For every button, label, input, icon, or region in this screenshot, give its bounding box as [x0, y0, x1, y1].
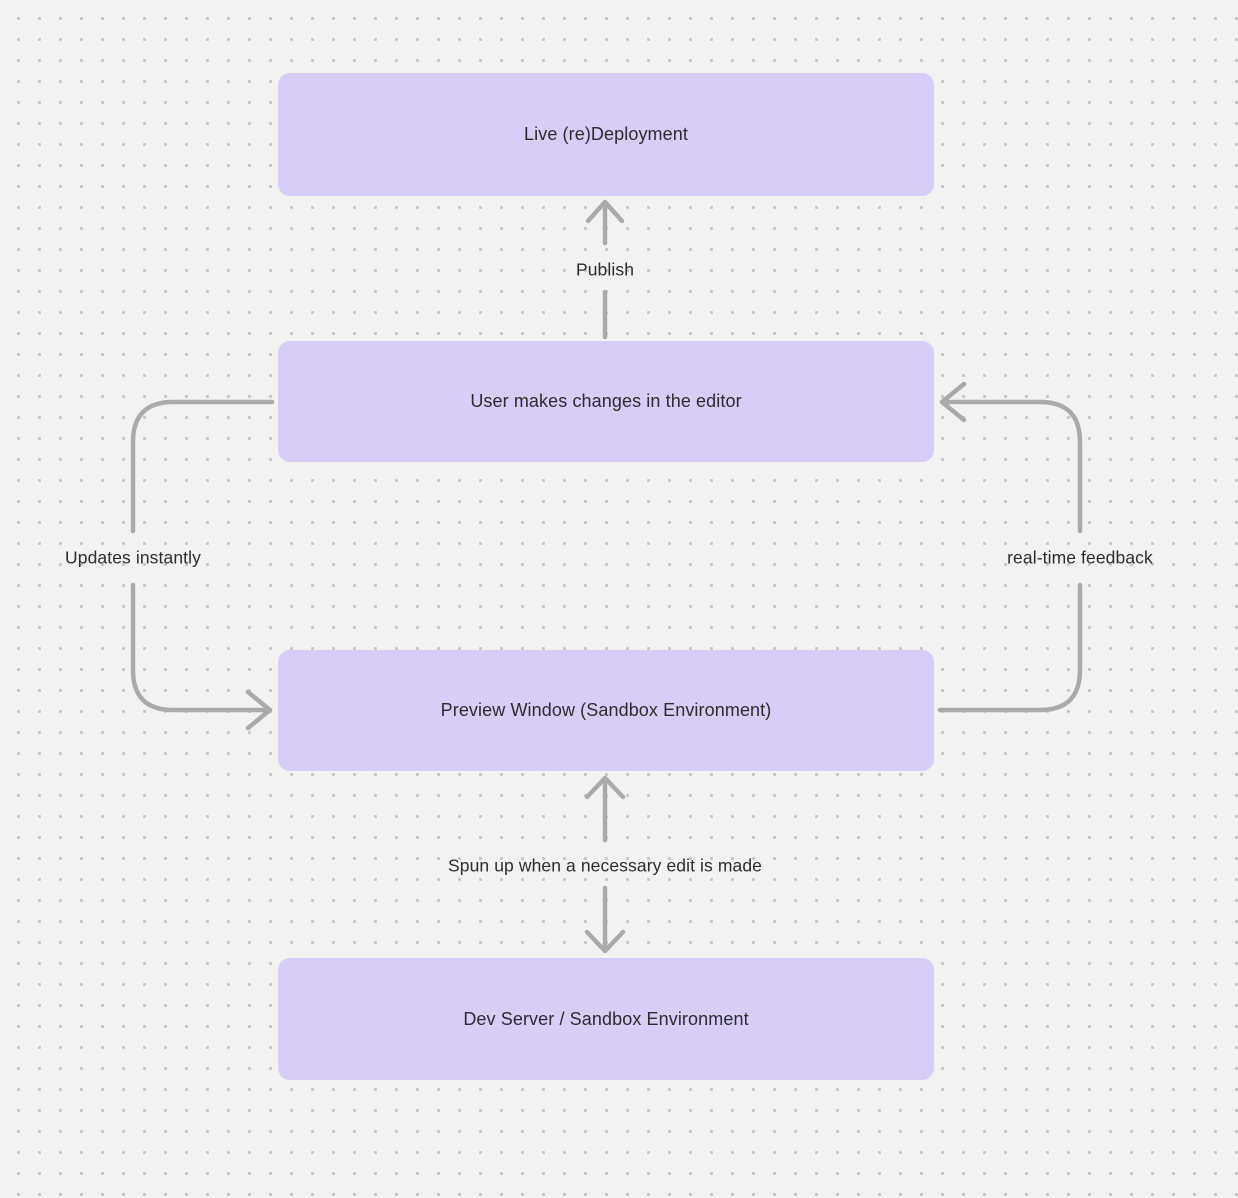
edge-label-updates-instantly: Updates instantly	[65, 547, 201, 568]
node-preview-window: Preview Window (Sandbox Environment)	[278, 650, 934, 771]
edge-label-spun-up: Spun up when a necessary edit is made	[447, 855, 763, 876]
arrowhead-right-updates-icon	[245, 689, 273, 731]
node-live-deployment-label: Live (re)Deployment	[524, 124, 688, 144]
node-editor: User makes changes in the editor	[278, 341, 934, 462]
edge-label-publish: Publish	[575, 259, 635, 280]
node-dev-server-label: Dev Server / Sandbox Environment	[463, 1008, 749, 1029]
edge-realtime-top	[943, 399, 1083, 534]
arrowhead-up-spunup-icon	[584, 775, 626, 800]
edge-realtime-bottom	[937, 582, 1083, 713]
edge-updates-bottom	[130, 582, 269, 713]
node-dev-server: Dev Server / Sandbox Environment	[278, 958, 934, 1080]
node-preview-window-label: Preview Window (Sandbox Environment)	[440, 700, 772, 720]
edge-label-realtime-feedback: real-time feedback	[1007, 547, 1153, 568]
node-live-deployment: Live (re)Deployment	[278, 73, 934, 196]
arrowhead-down-spunup-icon	[584, 929, 626, 954]
arrowhead-left-realtime-icon	[939, 381, 967, 423]
edge-updates-top	[130, 399, 275, 534]
node-editor-label: User makes changes in the editor	[470, 391, 742, 411]
arrowhead-up-publish-icon	[585, 199, 625, 224]
